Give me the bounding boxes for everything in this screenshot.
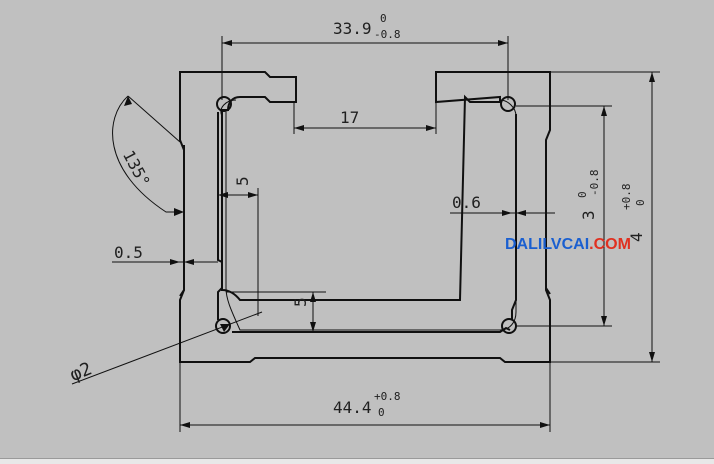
gap-dim-value: 17 xyxy=(340,108,359,127)
outer-left-lip xyxy=(179,145,185,297)
bottom-offset-arrow-bottom xyxy=(310,322,316,332)
bottom-offset-value: 5 xyxy=(291,297,310,307)
wall-left-arrow xyxy=(170,259,180,265)
angle-value: 135° xyxy=(119,147,154,190)
status-strip xyxy=(0,458,714,464)
inner-left-wall xyxy=(217,112,223,320)
left-offset-arrow-left xyxy=(218,192,228,198)
top-dim-arrow-left xyxy=(222,40,232,46)
bottom-dim-arrow-right xyxy=(540,422,550,428)
outer-height-arrow-bottom xyxy=(649,352,655,362)
profile-inner-outline xyxy=(220,99,517,331)
inner-height-value: 3 xyxy=(579,210,598,220)
top-dim-arrow-right xyxy=(498,40,508,46)
watermark-part2: .COM xyxy=(589,236,631,253)
wall-right-arrow-2 xyxy=(516,210,526,216)
angle-arrow-bottom xyxy=(174,208,184,216)
left-offset-value: 5 xyxy=(233,176,252,186)
watermark-part1: DALILVCAI xyxy=(505,236,589,253)
top-dim-tol-upper: 0 xyxy=(380,12,387,25)
bottom-dim-tol-lower: 0 xyxy=(378,406,385,419)
top-dim-value: 33.9 xyxy=(333,19,372,38)
corner-hole-bottom-left xyxy=(215,318,231,334)
top-dim-tol-lower: -0.8 xyxy=(374,28,401,41)
bottom-dim-tol-upper: +0.8 xyxy=(374,390,401,403)
outer-right-lip xyxy=(545,142,551,295)
angle-leader xyxy=(127,95,181,143)
profile-outline xyxy=(179,71,551,363)
gap-dim-arrow-right xyxy=(426,125,436,131)
bottom-dim-arrow-left xyxy=(180,422,190,428)
corner-hole-top-left xyxy=(216,96,232,112)
radius-arrow xyxy=(220,324,230,332)
inner-height-tol-lower: -0.8 xyxy=(588,170,601,197)
outer-height-tol-upper: +0.8 xyxy=(620,184,633,211)
wall-left-arrow-2 xyxy=(184,259,194,265)
wall-right-arrow xyxy=(502,210,512,216)
inner-height-arrow-top xyxy=(601,106,607,116)
watermark: DALILVCAI.COM xyxy=(505,236,631,253)
angle-arrow-top xyxy=(124,96,132,106)
outer-height-arrow-top xyxy=(649,72,655,82)
radius-value: φ2 xyxy=(67,358,95,386)
radius-leader xyxy=(71,311,263,385)
corner-hole-bottom-right xyxy=(501,318,517,334)
inner-height-arrow-bottom xyxy=(601,316,607,326)
wall-right-value: 0.6 xyxy=(452,193,481,212)
angle-arc xyxy=(112,95,184,213)
bottom-dim-value: 44.4 xyxy=(333,398,372,417)
inner-height-tol-upper: 0 xyxy=(576,191,589,198)
bottom-offset-arrow-top xyxy=(310,292,316,302)
inner-right-wall xyxy=(511,114,517,320)
left-offset-arrow-right xyxy=(248,192,258,198)
gap-dim-arrow-left xyxy=(294,125,304,131)
outer-height-tol-lower: 0 xyxy=(634,199,647,206)
outer-height-value: 4 xyxy=(627,232,646,242)
wall-left-value: 0.5 xyxy=(114,243,143,262)
